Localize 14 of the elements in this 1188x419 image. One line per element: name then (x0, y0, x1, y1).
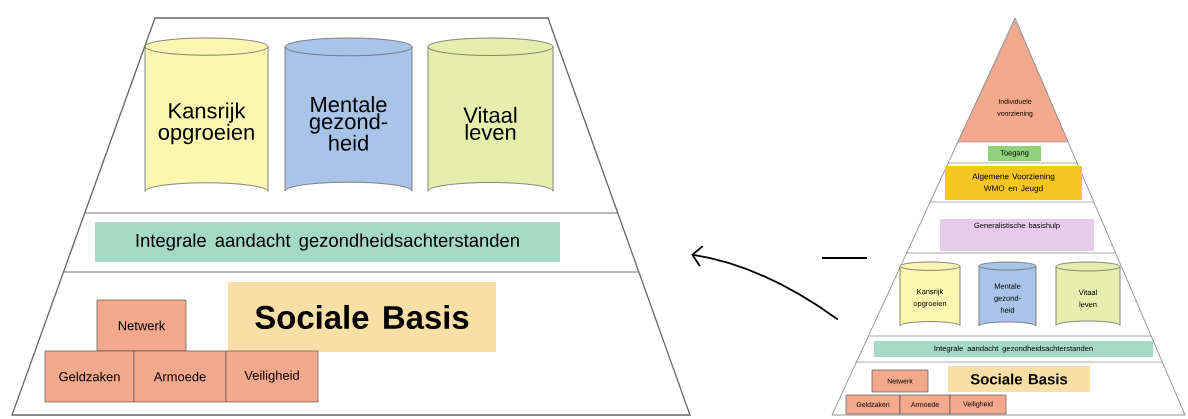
highlighted-label: Sociale Basis (228, 282, 496, 352)
brick-box: Geldzaken (44, 350, 135, 403)
arrow (691, 245, 839, 321)
highlighted-label: Integrale aandacht gezondheidsachterstanden (95, 222, 560, 262)
highlighted-label: Sociale Basis (948, 366, 1090, 392)
pyramid-outline (831, 17, 1186, 416)
brick-box: Netwerk (96, 299, 187, 352)
brick-box: Armoede (133, 350, 227, 403)
brick-box: Veiligheid (225, 350, 319, 403)
pyramid-outline (11, 17, 691, 416)
highlighted-label: Algemene Voorziening WMO en Jeugd (945, 166, 1082, 200)
cylinder: Kansrijk opgroeien (144, 37, 269, 192)
cylinder: Vitaal leven (427, 37, 554, 192)
cylinder: Mentale gezond-heid (284, 37, 413, 192)
